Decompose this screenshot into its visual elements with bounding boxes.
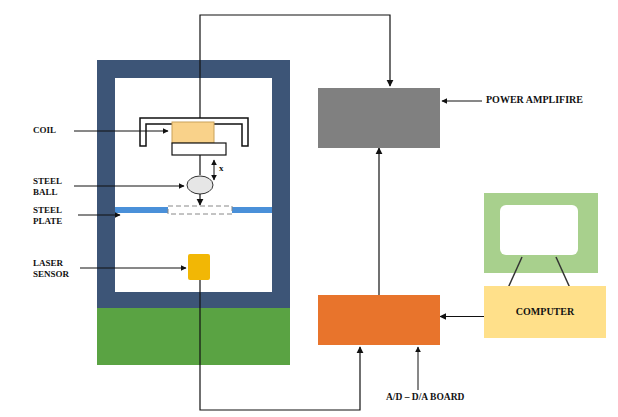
housing-frame [97,60,290,308]
field-line [199,155,200,175]
monitor-screen [500,205,578,255]
gap-label: x [219,163,229,174]
plate-hole [168,206,232,214]
part-label: STEEL BALL [33,176,73,199]
ball-arrow [199,194,200,205]
node-label: A/D – D/A BOARD [386,392,516,404]
leader-line [442,101,482,102]
power-amplifier-box: POWER AMPLIFIRE [318,88,440,148]
leader-line [418,347,419,390]
part-label: STEEL PLATE [33,205,75,228]
part-label: COIL [33,125,73,136]
node-label: COMPUTER [484,286,606,338]
leader-line [74,131,168,132]
monitor-stand [508,257,522,288]
steel-plate [115,207,272,213]
leader-line [78,215,120,216]
ad-da-board-box: A/D – D/A BOARD [318,295,440,345]
leader-line [80,268,186,269]
monitor-stand [556,257,570,288]
signal-connector [378,148,379,295]
computer-box: COMPUTER [484,286,606,338]
housing-interior [115,78,272,292]
coil-core [140,118,248,146]
part-label: LASER SENSOR [33,258,79,281]
monitor [484,193,598,273]
coil-pole [172,143,226,155]
leader-line [74,186,184,187]
gap-arrow [214,160,215,180]
laser-sensor [188,254,210,280]
steel-ball [187,176,213,194]
coil [172,122,214,143]
node-label: POWER AMPLIFIRE [486,94,606,107]
signal-connector [440,316,484,317]
base [97,308,290,365]
